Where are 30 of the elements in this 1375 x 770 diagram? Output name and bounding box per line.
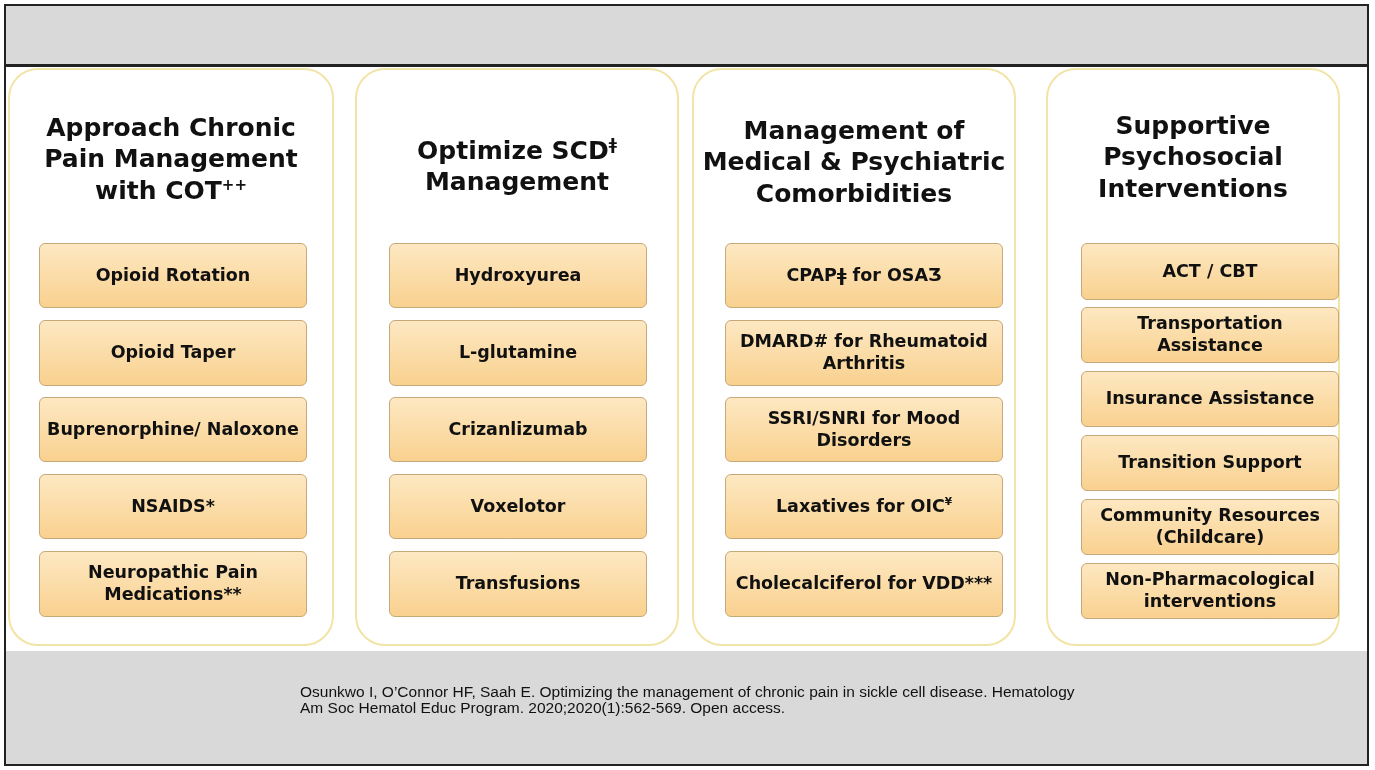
item-box: Opioid Taper [39, 320, 307, 386]
item-box: SSRI/SNRI for Mood Disorders [725, 397, 1003, 462]
item-box: CPAPǂ for OSAƷ [725, 243, 1003, 308]
item-box: Non-Pharmacological interventions [1081, 563, 1339, 619]
item-box: Buprenorphine/ Naloxone [39, 397, 307, 462]
item-box: Community Resources (Childcare) [1081, 499, 1339, 555]
column-heading: Optimize SCD$^{ǂ}$ Management [416, 134, 618, 198]
item-box: Crizanlizumab [389, 397, 647, 462]
item-box: Transition Support [1081, 435, 1339, 491]
item-box: Neuropathic Pain Medications** [39, 551, 307, 617]
item-box: Transfusions [389, 551, 647, 617]
item-box: Insurance Assistance [1081, 371, 1339, 427]
column-heading: Management of Medical & Psychiatric Comorbidities [701, 115, 1007, 210]
column-heading: Supportive Psychosocial Interventions [1097, 110, 1289, 205]
item-box: ACT / CBT [1081, 243, 1339, 300]
column-heading: Approach Chronic Pain Management with COT$^{++}$ [43, 112, 299, 207]
item-box: NSAIDS* [39, 474, 307, 539]
column-panel [1046, 68, 1340, 646]
item-box: L-glutamine [389, 320, 647, 386]
item-box: Transportation Assistance [1081, 307, 1339, 363]
citation-text: Osunkwo I, O’Connor HF, Saah E. Optimizing the management of chronic pain in sickle cell disease. Hematology Am Soc Hematol Educ Program. 2020;2020(1):562-569. Open access. [300, 684, 1076, 717]
item-box: Opioid Rotation [39, 243, 307, 308]
column-panel [692, 68, 1016, 646]
item-box: Voxelotor [389, 474, 647, 539]
item-box: Laxatives for OIC$^{¥}$ [725, 474, 1003, 539]
column-panel [355, 68, 679, 646]
item-box: Hydroxyurea [389, 243, 647, 308]
column-panel [8, 68, 334, 646]
item-box: Cholecalciferol for VDD*** [725, 551, 1003, 617]
item-box: DMARD# for Rheumatoid Arthritis [725, 320, 1003, 386]
